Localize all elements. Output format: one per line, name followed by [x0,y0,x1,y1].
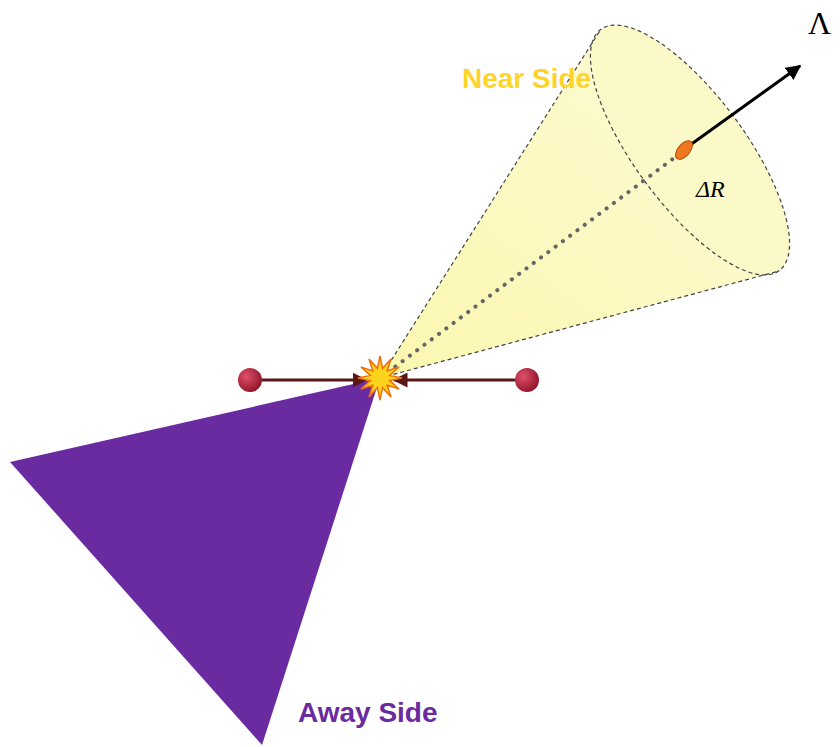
away-side-label: Away Side [298,698,438,729]
lambda-label: Λ [808,6,831,41]
beam-arrow [394,379,515,382]
collision-burst [358,356,402,400]
lambda-arrow [686,66,800,148]
near-side-label: Near Side [462,64,591,95]
beam-arrow [262,379,366,382]
cone-edge [380,29,601,378]
beam-particle [238,368,262,392]
beam-particle [515,368,539,392]
cone-edge [380,271,779,378]
delta-r-label: ΔR [696,176,725,202]
away-side-jet [10,378,380,745]
cone-base [557,0,824,303]
jet-axis [388,152,682,372]
delta-r-marker [672,138,695,163]
